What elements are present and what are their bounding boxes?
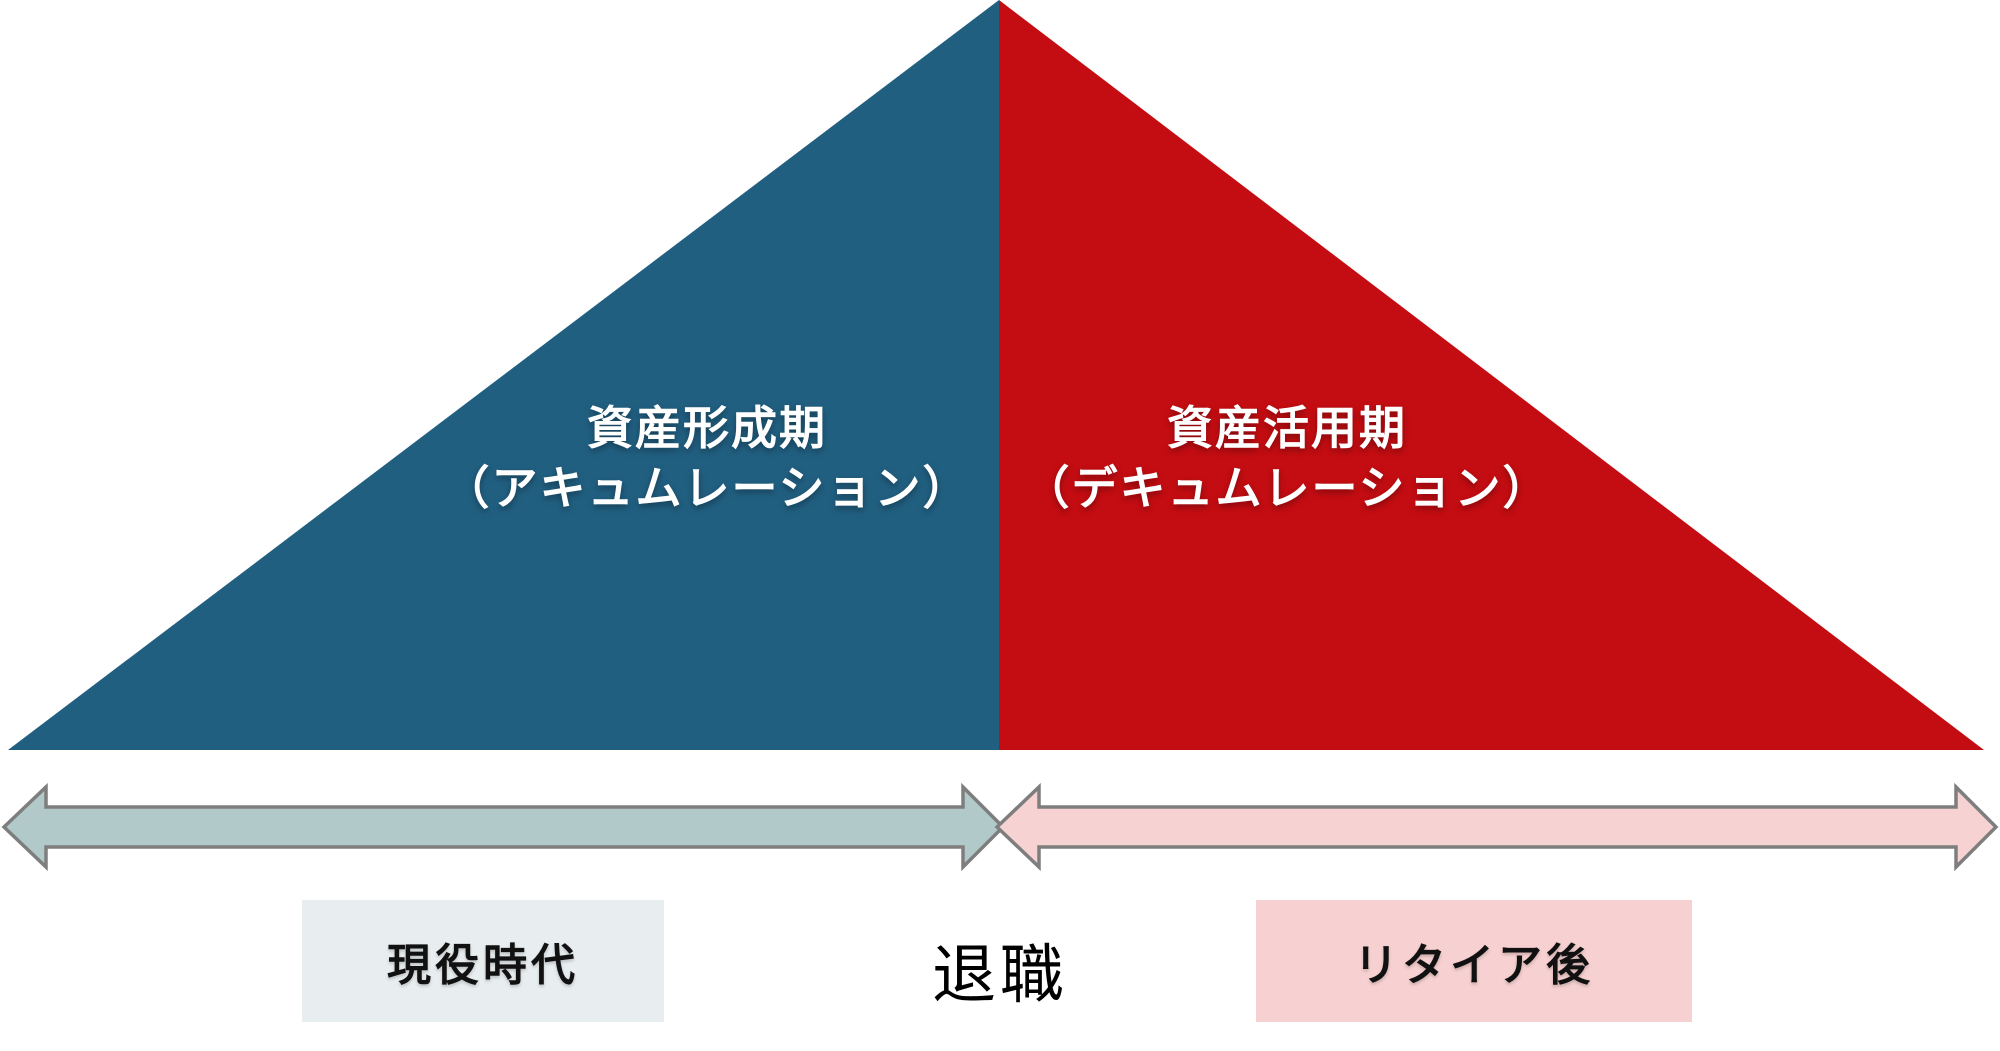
after-retirement-label: リタイア後 [1354,940,1594,991]
retirement-era-arrow [994,782,1999,872]
accumulation-triangle-shape [8,0,999,750]
working-era-arrow-shape [1,782,1006,872]
accumulation-phase-title: 資産形成期 [587,401,827,455]
decumulation-phase-label: 資産活用期 （デキュムレーション） [1022,398,1552,518]
working-era-label-box: 現役時代 [302,900,664,1022]
decumulation-triangle-shape [999,0,1984,750]
retirement-label: 退職 [932,939,1068,1013]
after-retirement-label-box: リタイア後 [1256,900,1692,1022]
working-era-label: 現役時代 [387,940,579,991]
lifecycle-triangle [8,0,1984,750]
decumulation-phase-title: 資産活用期 [1167,401,1407,455]
accumulation-phase-label: 資産形成期 （アキュムレーション） [442,398,972,518]
working-era-arrow [1,782,1006,872]
decumulation-phase-subtitle: （デキュムレーション） [1023,461,1551,515]
accumulation-phase-subtitle: （アキュムレーション） [443,461,971,515]
retirement-era-arrow-shape [994,782,1999,872]
